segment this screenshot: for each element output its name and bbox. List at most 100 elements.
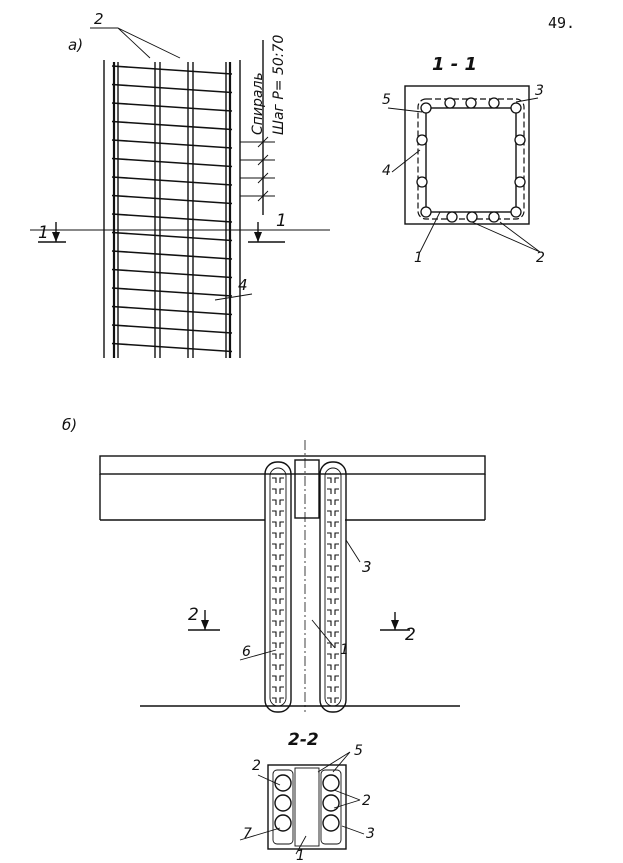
tie (272, 576, 284, 582)
rebar (488, 211, 500, 223)
tie (327, 587, 339, 593)
floor-slab (99, 455, 486, 475)
tie (327, 686, 339, 692)
part-a-label: а) (68, 36, 83, 54)
rebar (466, 211, 478, 223)
rebar (514, 134, 526, 146)
leader-line (90, 27, 181, 59)
tie (327, 675, 339, 681)
tie (327, 554, 339, 560)
tie (272, 620, 284, 626)
tie (327, 620, 339, 626)
spiral-turn (111, 213, 233, 223)
callout-3: 3 (366, 826, 375, 842)
column-outline (103, 60, 241, 358)
part-a-column-elevation: а) 2 Спираль Шаг Р= 50:70 1 1 4 (30, 10, 330, 358)
tie (272, 499, 284, 505)
section-outline (404, 85, 530, 225)
column-tube-right (319, 461, 347, 713)
callout-3: 3 (362, 558, 372, 576)
column-tube-left (264, 461, 292, 713)
callout-4: 4 (382, 163, 391, 179)
rebar (514, 176, 526, 188)
tie (272, 488, 284, 494)
tie (272, 543, 284, 549)
tie (272, 642, 284, 648)
callout-2a: 2 (252, 758, 261, 774)
spiral-label: Спираль (250, 72, 266, 135)
section-2-2-title: 2-2 (288, 730, 319, 750)
tie (327, 510, 339, 516)
rebar (510, 102, 522, 114)
concrete-core (425, 107, 517, 213)
rebar-circles (274, 774, 340, 832)
tie (272, 477, 284, 483)
rebar (444, 97, 456, 109)
rebar (465, 97, 477, 109)
part-b-label: б) (62, 416, 77, 434)
rebar (416, 176, 428, 188)
tie-marks (272, 477, 339, 703)
tie (327, 565, 339, 571)
spiral-turn (111, 268, 233, 279)
tie (327, 543, 339, 549)
tie (272, 598, 284, 604)
cut-mark-right: 1 (276, 211, 287, 231)
rebar (322, 794, 340, 812)
tie (272, 554, 284, 560)
spiral-turn (111, 65, 233, 75)
tie (272, 532, 284, 538)
callout-2: 2 (94, 10, 104, 28)
spiral-turn (111, 250, 233, 260)
spiral-turn (111, 120, 233, 131)
callout-2b: 2 (362, 793, 371, 809)
section-outline (267, 764, 347, 850)
dimension-ticks (240, 136, 275, 202)
spiral-turn (111, 342, 233, 353)
callout-4: 4 (238, 276, 248, 294)
tie (272, 675, 284, 681)
callout-1: 1 (340, 642, 349, 658)
section-2-2: 2-2 2 5 2 7 3 1 (239, 730, 375, 863)
section-1-1: 1 - 1 5 3 4 1 2 (382, 54, 545, 266)
tie (272, 609, 284, 615)
longitudinal-bars (117, 62, 227, 358)
tie (272, 653, 284, 659)
rebar-circles (416, 97, 526, 223)
tie (327, 576, 339, 582)
rebar (488, 97, 500, 109)
rebar (420, 102, 432, 114)
rebar (510, 206, 522, 218)
tie (272, 631, 284, 637)
spiral-turn (111, 157, 233, 168)
page-number: 49. (548, 14, 575, 32)
cut-mark-left: 2 (188, 605, 199, 625)
spiral-turn (111, 231, 233, 242)
tie (327, 598, 339, 604)
spiral-turn (111, 194, 233, 205)
rebar (446, 211, 458, 223)
spiral-turn (111, 287, 233, 297)
callout-5: 5 (354, 743, 363, 759)
tie (327, 631, 339, 637)
tie (327, 697, 339, 703)
slab-lines (99, 474, 486, 521)
rebar (274, 774, 292, 792)
tie (327, 664, 339, 670)
tie (327, 521, 339, 527)
spiral-reinforcement (111, 65, 233, 353)
rebar (274, 814, 292, 832)
callout-1: 1 (414, 250, 423, 266)
tie (327, 532, 339, 538)
spiral-turn (111, 305, 233, 316)
tie (327, 653, 339, 659)
tie (272, 686, 284, 692)
part-b-column-joint: б) 3 2 2 6 1 (62, 416, 486, 713)
rebar (416, 134, 428, 146)
rebar (420, 206, 432, 218)
spiral-turn (111, 324, 233, 334)
concrete-fill (294, 767, 320, 847)
spiral-turn (111, 83, 233, 94)
